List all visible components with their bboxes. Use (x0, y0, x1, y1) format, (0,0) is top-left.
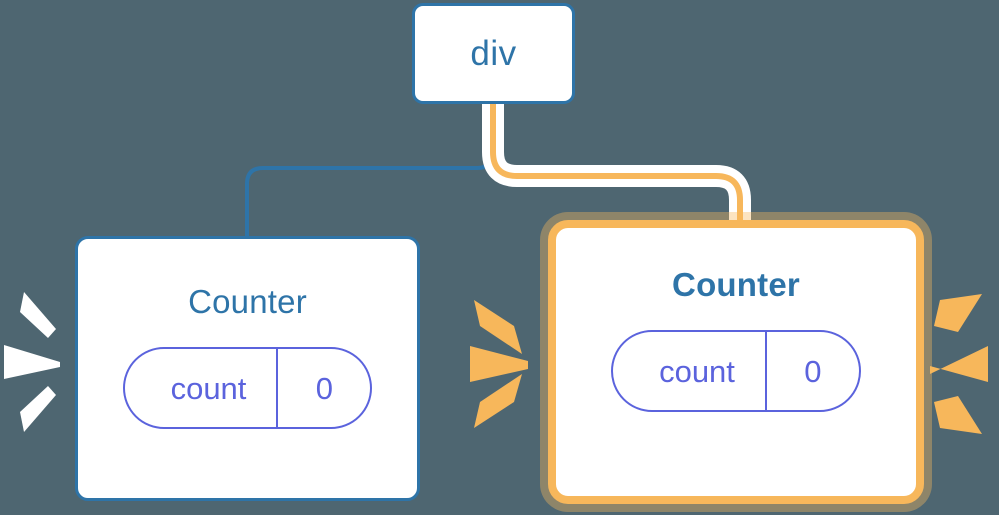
node-div-label: div (470, 34, 517, 73)
state-pill-counter-right: count 0 (611, 330, 861, 412)
connector-div-to-counter-left (245, 104, 495, 236)
node-counter-left-label: Counter (188, 283, 307, 320)
node-counter-right-label: Counter (672, 266, 800, 303)
state-key: count (170, 370, 247, 406)
state-key: count (659, 353, 735, 389)
connector-div-to-counter-right (490, 104, 743, 234)
state-value: 0 (276, 349, 370, 427)
node-div[interactable]: div (412, 3, 575, 104)
state-pill-counter-left: count 0 (122, 347, 373, 429)
state-value: 0 (764, 332, 859, 410)
connector-halo-div-to-counter-right (482, 104, 751, 234)
node-counter-right[interactable]: Counter count 0 (548, 220, 924, 504)
node-counter-left[interactable]: Counter count 0 (75, 236, 420, 501)
